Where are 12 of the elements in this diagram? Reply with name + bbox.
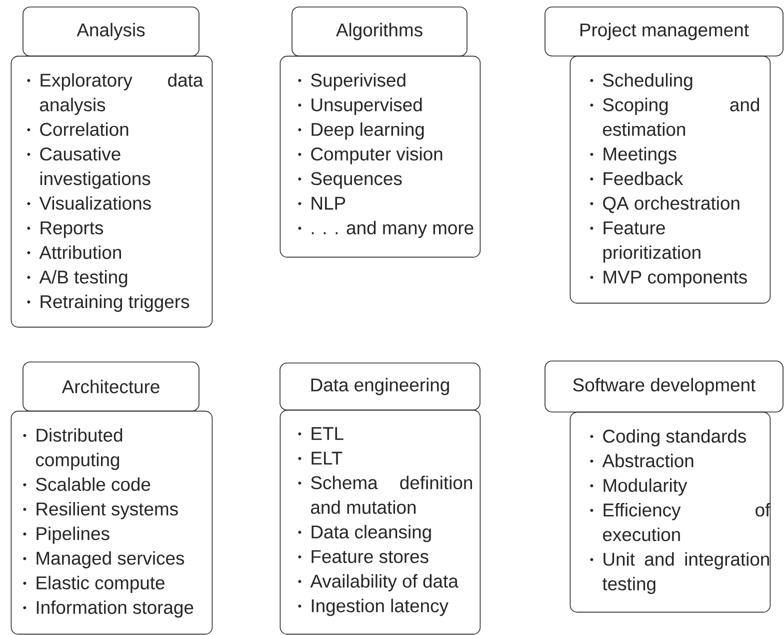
list-box: Coding standards Abstraction Modularity Efficiency of execution Unit and integration testing: [570, 412, 771, 613]
header-box: Algorithms: [292, 6, 468, 56]
header-box: Architecture: [22, 362, 200, 412]
list-box: ETL ELT Schema definition and mutation Data cleansing Feature stores Availability of data Ingestion latency: [280, 410, 481, 635]
header-box: Project management: [544, 6, 784, 56]
header-box: Data engineering: [280, 362, 480, 410]
list-box: Exploratory data analysis Correlation Causative investigations Visualizations Reports Attribution A/B testing Retraining triggers: [10, 56, 213, 328]
list-box: Superivised Unsupervised Deep learning Computer vision Sequences NLP . . . and many more: [280, 56, 481, 258]
header-box: Analysis: [22, 6, 200, 56]
list-box: Scheduling Scoping and estimation Meetings Feedback QA orchestration Feature prioritization MVP components: [570, 56, 771, 304]
header-box: Software development: [544, 360, 784, 412]
list-box: Distributed computing Scalable code Resilient systems Pipelines Managed services Elastic compute Information storage: [10, 410, 213, 635]
